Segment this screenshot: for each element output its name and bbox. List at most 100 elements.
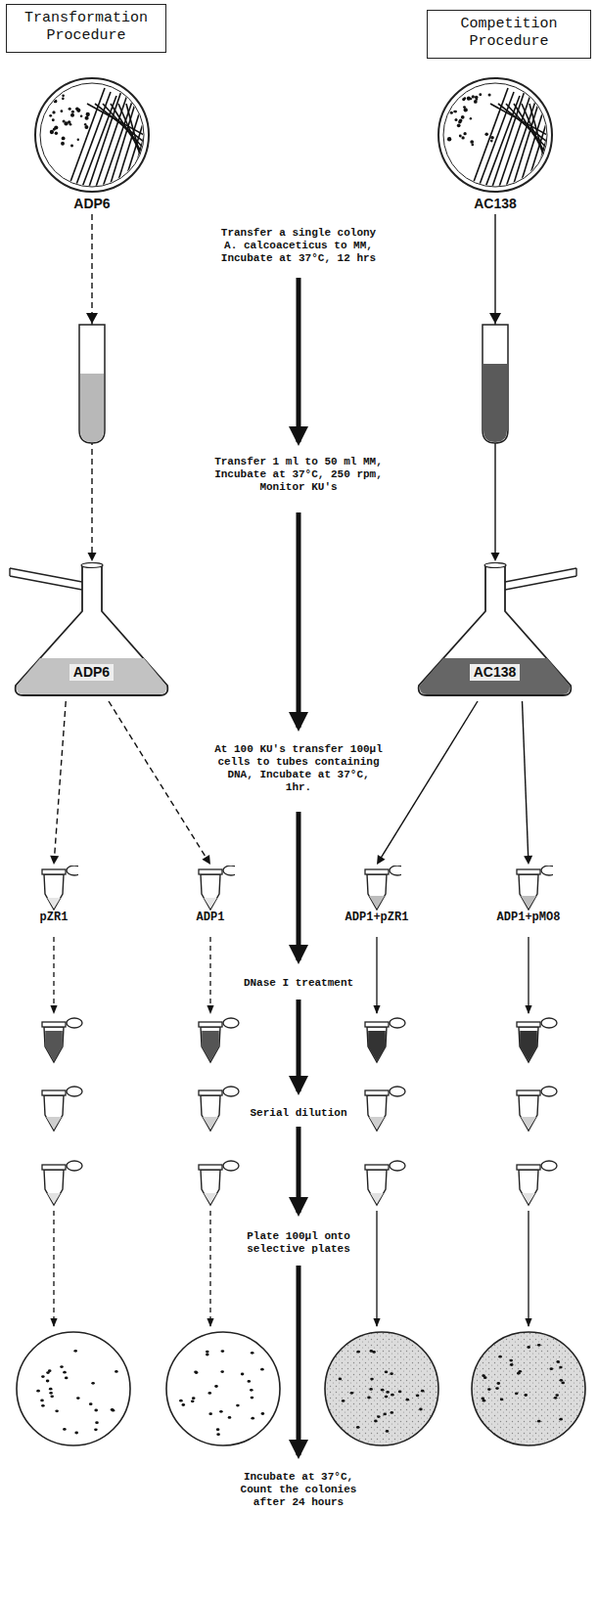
tube-contents — [369, 1194, 384, 1205]
colony — [91, 1382, 95, 1386]
tube-lid — [223, 1018, 239, 1029]
colony — [250, 1397, 255, 1401]
colony — [45, 94, 49, 99]
micro-tube — [516, 866, 553, 911]
micro-tube-drawing — [352, 866, 402, 912]
streak — [115, 92, 146, 190]
micro-tube: ADP1+pMO8 — [479, 866, 578, 926]
colony — [490, 136, 495, 140]
tube-body — [200, 874, 221, 911]
colony — [469, 117, 472, 120]
tube-contents — [46, 898, 61, 910]
colony — [523, 1394, 528, 1398]
procedure-title: Competition Procedure — [433, 15, 585, 51]
colony — [193, 1371, 198, 1375]
colony — [474, 95, 479, 100]
colony — [454, 110, 458, 114]
strain-label: AC138 — [431, 195, 559, 213]
micro-tube: ADP1+pZR1 — [327, 866, 426, 926]
step-note: Plate 100µl onto selective plates — [234, 1231, 363, 1257]
colony — [54, 132, 58, 136]
colony — [462, 132, 466, 136]
micro-tube: pZR1 — [4, 866, 103, 926]
tube-lid — [223, 1161, 239, 1172]
colony — [250, 1352, 255, 1356]
procedure-title: Transformation Procedure — [12, 9, 160, 46]
colony — [484, 133, 489, 138]
micro-tube — [42, 1018, 83, 1063]
transfer-line — [522, 701, 529, 858]
flask-mouth — [81, 563, 103, 569]
colony — [74, 1432, 79, 1436]
tube-contents — [368, 1031, 386, 1062]
arrow-head — [86, 313, 98, 324]
colony — [182, 1404, 186, 1408]
process-arrow — [296, 512, 302, 729]
micro-tube — [365, 1087, 406, 1132]
colony — [371, 1351, 376, 1355]
colony — [380, 1389, 385, 1393]
colony — [385, 1430, 390, 1434]
tube-body — [518, 1170, 539, 1206]
colony — [390, 1394, 395, 1398]
tube-body — [518, 1027, 539, 1063]
colony — [376, 1416, 381, 1420]
micro-tube — [42, 1087, 83, 1132]
colony — [208, 1392, 213, 1396]
culture-medium — [419, 658, 570, 695]
process-arrow — [296, 812, 302, 962]
culture-flask: ADP6 — [5, 562, 178, 700]
micro-tube — [516, 1087, 557, 1132]
arrow-head — [88, 552, 97, 562]
colony — [221, 1350, 226, 1354]
colony — [341, 1400, 346, 1404]
colony — [194, 1372, 199, 1376]
colony — [54, 1410, 59, 1414]
procedure-box: Transformation Procedure — [5, 3, 167, 53]
side-arm — [505, 568, 577, 591]
colony — [41, 1405, 46, 1409]
streak — [88, 88, 123, 190]
micro-tube — [365, 1018, 406, 1063]
tube-cap — [365, 1165, 389, 1171]
tube-cap — [516, 1091, 541, 1097]
colony — [418, 1409, 423, 1413]
micro-tube: ADP1 — [161, 866, 260, 926]
tube-cap — [516, 870, 541, 875]
micro-tube — [516, 1161, 557, 1206]
colony — [460, 136, 464, 139]
colony — [76, 1397, 81, 1401]
colony — [554, 1394, 559, 1398]
tube-lid — [66, 1018, 83, 1029]
colony — [261, 1413, 266, 1417]
streak — [491, 88, 526, 190]
colony — [191, 1397, 196, 1401]
colony — [469, 97, 472, 100]
colony — [526, 1346, 531, 1350]
colony — [260, 1369, 265, 1373]
colony — [368, 1388, 373, 1392]
tube-lid — [541, 1018, 557, 1029]
colony — [459, 135, 462, 138]
colony — [558, 1367, 563, 1371]
colony — [558, 1419, 563, 1423]
tube-contents — [201, 1031, 220, 1062]
colony — [49, 130, 54, 135]
tube-body — [518, 874, 539, 911]
procedure-box: Competition Procedure — [426, 9, 592, 59]
streak — [529, 103, 548, 170]
colony — [111, 1410, 116, 1414]
petri-rim — [40, 83, 144, 187]
dna-label: ADP1+pZR1 — [327, 911, 426, 926]
colony — [216, 1433, 221, 1437]
petri-dish-drawing — [28, 74, 156, 196]
micro-tube — [365, 1161, 406, 1206]
tube-cap — [198, 1022, 223, 1028]
tube-cap — [42, 1165, 66, 1171]
streak — [126, 103, 144, 170]
dna-label: pZR1 — [4, 911, 103, 926]
colony — [62, 1372, 67, 1376]
colony — [559, 1380, 564, 1383]
micro-tube — [42, 866, 79, 911]
colony — [508, 1360, 513, 1364]
